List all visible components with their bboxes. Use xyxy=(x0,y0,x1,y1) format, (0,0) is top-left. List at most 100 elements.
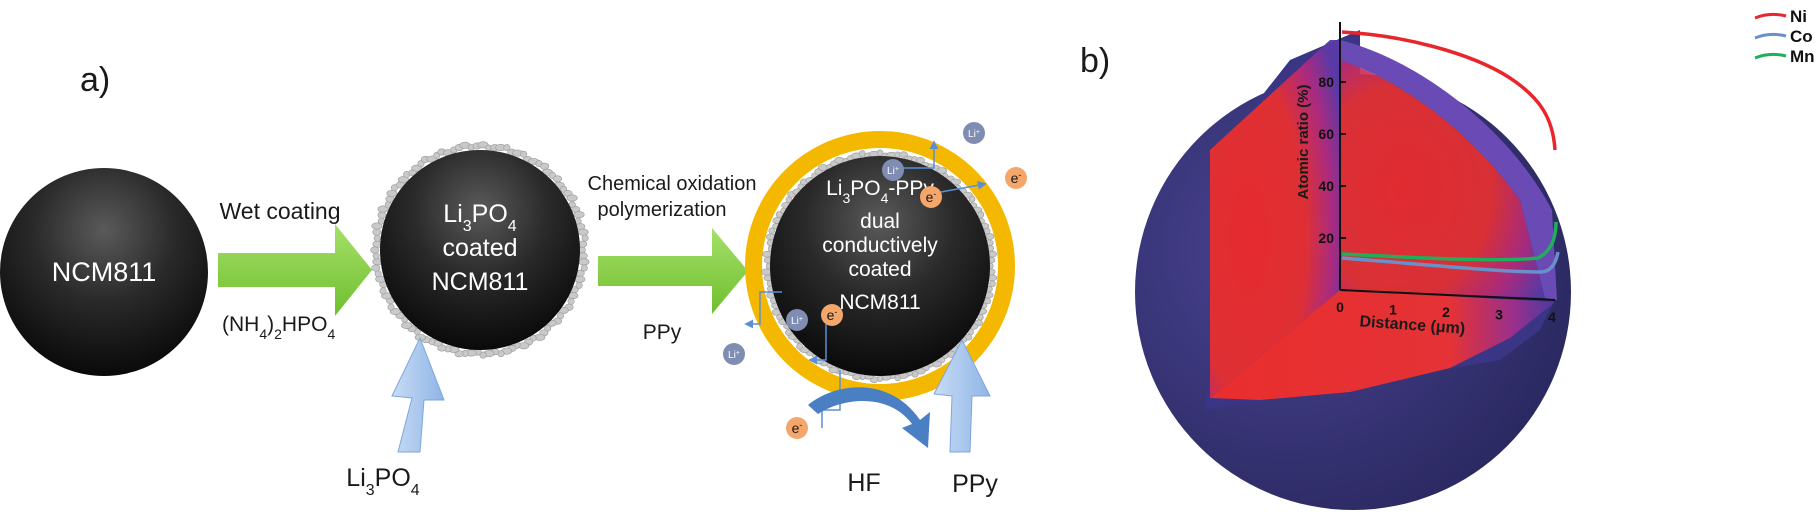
coating-particle xyxy=(387,303,395,311)
legend-label-ni: Ni xyxy=(1790,7,1807,26)
ncm811-label: NCM811 xyxy=(52,257,157,287)
svg-text:Li+: Li+ xyxy=(887,166,899,178)
svg-text:e-: e- xyxy=(792,420,803,436)
coating-particle xyxy=(985,233,995,240)
coating-particle xyxy=(373,234,381,242)
coating-particle xyxy=(911,370,919,378)
svg-text:e-: e- xyxy=(926,189,937,205)
li3po4-reagent-label: Li3PO4 xyxy=(346,464,420,499)
y-tick-label: 40 xyxy=(1318,178,1334,194)
stage3-line3: conductively xyxy=(822,234,938,257)
coating-particle xyxy=(796,343,803,350)
coating-particle xyxy=(540,162,550,170)
ncm811-particle xyxy=(0,168,208,376)
coating-particle xyxy=(768,227,776,235)
ppy-arrow-label: PPy xyxy=(643,321,682,344)
coating-particle xyxy=(575,281,583,289)
coating-particle xyxy=(785,329,792,336)
stage3-line2: dual xyxy=(860,210,900,233)
x-tick-label: 0 xyxy=(1336,299,1344,315)
wet-coating-arrow xyxy=(218,224,372,316)
polymerization-arrow xyxy=(598,228,748,314)
coating-particle xyxy=(573,211,585,219)
ni-curve xyxy=(1341,30,1557,151)
coating-particle xyxy=(775,211,783,218)
coating-particle xyxy=(553,175,563,183)
panel-label-b: b) xyxy=(1080,42,1110,80)
ammonium-phosphate-label: (NH4)2HPO4 xyxy=(222,313,335,342)
stage3-line5: NCM811 xyxy=(839,291,920,314)
coating-particle xyxy=(581,234,589,242)
stage2-dots-particles xyxy=(370,141,590,359)
coating-particle xyxy=(977,211,985,218)
legend-label-co: Co xyxy=(1790,27,1813,46)
coating-particle xyxy=(578,258,590,266)
plot-axes xyxy=(1339,22,1556,301)
li-ion-1: Li+ xyxy=(963,122,985,144)
coating-particle xyxy=(372,228,382,236)
svg-text:Li+: Li+ xyxy=(728,350,740,362)
y-tick-label: 60 xyxy=(1318,126,1334,142)
coating-particle xyxy=(771,308,781,316)
stage2-line1: Li3PO4 xyxy=(443,200,517,235)
svg-text:e-: e- xyxy=(1011,170,1022,186)
coating-particle xyxy=(371,264,381,272)
coating-particle xyxy=(988,250,997,258)
li3po4-arrow xyxy=(391,336,445,453)
stage2-line3: NCM811 xyxy=(432,268,529,296)
coating-particle xyxy=(377,217,385,225)
polymerization-label: polymerization xyxy=(598,199,727,221)
coating-particle xyxy=(377,205,389,213)
coating-particle xyxy=(936,167,948,174)
coating-particle xyxy=(520,150,528,158)
electron-2: e- xyxy=(1005,167,1027,189)
y-axis-label: Atomic ratio (%) xyxy=(1295,84,1312,199)
coating-particle xyxy=(397,176,409,184)
coating-particle xyxy=(876,149,884,157)
stage2-line2: coated xyxy=(442,234,517,262)
wet-coating-label: Wet coating xyxy=(219,198,340,224)
legend-label-mn: Mn xyxy=(1790,47,1815,66)
electron-1: e- xyxy=(920,186,942,208)
svg-text:Li+: Li+ xyxy=(968,129,980,141)
x-tick-label: 3 xyxy=(1495,307,1503,323)
coating-particle xyxy=(371,222,383,230)
ppy-reagent-label: PPy xyxy=(952,470,998,498)
coating-particle xyxy=(761,268,772,276)
y-tick-label: 80 xyxy=(1318,74,1334,90)
legend-swatch-co xyxy=(1754,32,1787,40)
co-curve xyxy=(1341,251,1560,274)
coating-particle xyxy=(372,252,380,260)
coating-particle xyxy=(401,321,413,329)
li-ion-4: Li+ xyxy=(723,343,745,365)
x-tick-label: 1 xyxy=(1389,302,1397,318)
coating-particle xyxy=(377,211,387,219)
mn-curve xyxy=(1341,221,1558,262)
x-tick-label: 4 xyxy=(1548,309,1556,325)
legend-swatch-mn xyxy=(1754,52,1787,60)
electron-4: e- xyxy=(786,417,808,439)
hf-curved-arrow xyxy=(808,387,930,448)
svg-text:Li+: Li+ xyxy=(791,316,803,328)
li-ion-2: Li+ xyxy=(882,159,904,181)
concentration-gradient-sphere xyxy=(1135,30,1571,510)
coating-particle xyxy=(370,246,380,254)
stage3-line4: coated xyxy=(848,258,911,281)
chemical-oxidation-label: Chemical oxidation xyxy=(588,173,757,195)
li-ion-3: Li+ xyxy=(786,309,808,331)
coating-particle xyxy=(567,297,575,305)
electron-3: e- xyxy=(821,304,843,326)
coating-particle xyxy=(984,297,991,305)
coating-particle xyxy=(580,264,588,272)
hf-label: HF xyxy=(847,469,880,497)
y-axis-ticks: 20 40 60 80 xyxy=(1318,74,1346,291)
coating-particle xyxy=(578,252,588,260)
coating-particle xyxy=(577,228,589,236)
coating-particle xyxy=(386,189,398,197)
coating-particle xyxy=(566,194,578,202)
y-tick-label: 20 xyxy=(1318,230,1334,246)
legend-swatch-ni xyxy=(1754,12,1787,20)
